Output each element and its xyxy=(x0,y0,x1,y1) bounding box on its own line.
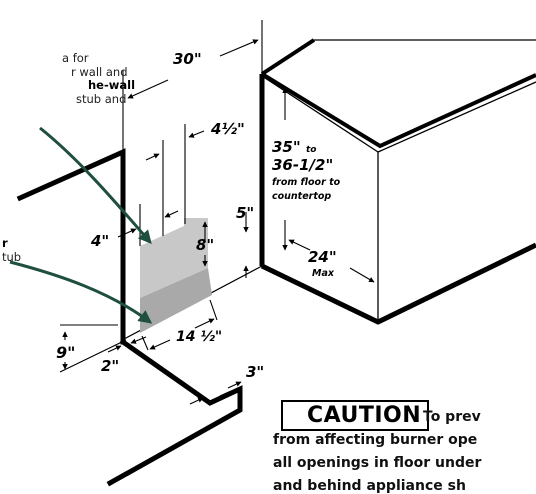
left-wall-edge xyxy=(16,148,126,345)
floor-note-line-1: r xyxy=(2,236,8,250)
countertop-lip xyxy=(377,81,536,153)
dim-4-5-label: 4½" xyxy=(210,120,245,138)
leader-arrows xyxy=(9,126,153,324)
dim-to-label: to xyxy=(306,145,317,155)
caution-word: CAUTION xyxy=(307,403,422,428)
from-floor-label-2: countertop xyxy=(272,191,331,202)
wall-area xyxy=(140,218,208,298)
dim-9-label: 9" xyxy=(56,343,75,362)
from-floor-label-1: from floor to xyxy=(272,177,341,188)
dim-3-label: 3" xyxy=(246,363,264,381)
wall-note-line-3: he-wall xyxy=(88,78,136,92)
wall-area-note: a for r wall and he-wall stub and xyxy=(0,51,136,106)
dim-4-label: 4" xyxy=(90,232,109,250)
wall-note-line-2: r wall and xyxy=(71,64,128,79)
caution-line-3: all openings in floor under xyxy=(273,455,482,471)
dim-8-label: 8" xyxy=(196,236,214,254)
cabinet-base xyxy=(260,242,536,325)
dimension-lines xyxy=(59,20,375,405)
caution-line-2: from affecting burner ope xyxy=(273,432,478,448)
cabinet-side-top xyxy=(261,75,379,153)
floor-edge xyxy=(106,338,243,487)
dim-max-label: Max xyxy=(312,268,335,279)
countertop-edge xyxy=(260,72,536,149)
wall-note-line-4: stub and xyxy=(76,91,127,106)
dim-24-label: 24" xyxy=(308,248,337,266)
floor-area xyxy=(140,268,212,333)
dim-30-label: 30" xyxy=(173,50,202,68)
dim-36-label: 36-1/2" xyxy=(272,156,333,174)
dim-2-label: 2" xyxy=(101,357,119,375)
dim-35-label: 35" xyxy=(272,138,301,156)
wall-note-line-1: a for xyxy=(62,51,89,65)
caution-box: CAUTION xyxy=(281,400,430,431)
cabinet xyxy=(259,38,536,325)
caution-line-1: To prev xyxy=(423,409,481,425)
dim-5-label: 5" xyxy=(236,204,254,222)
caution-line-4: and behind appliance sh xyxy=(273,478,466,494)
countertop-front xyxy=(260,38,316,76)
floor-area-arrow xyxy=(9,260,153,324)
wall-area-arrow xyxy=(39,126,152,245)
dim-14-5-label: 14 ½" xyxy=(176,329,222,345)
wall-area-cutout xyxy=(140,243,162,279)
floor-note-line-2: tub xyxy=(2,249,22,264)
floor-area-note: r tub xyxy=(0,236,22,264)
